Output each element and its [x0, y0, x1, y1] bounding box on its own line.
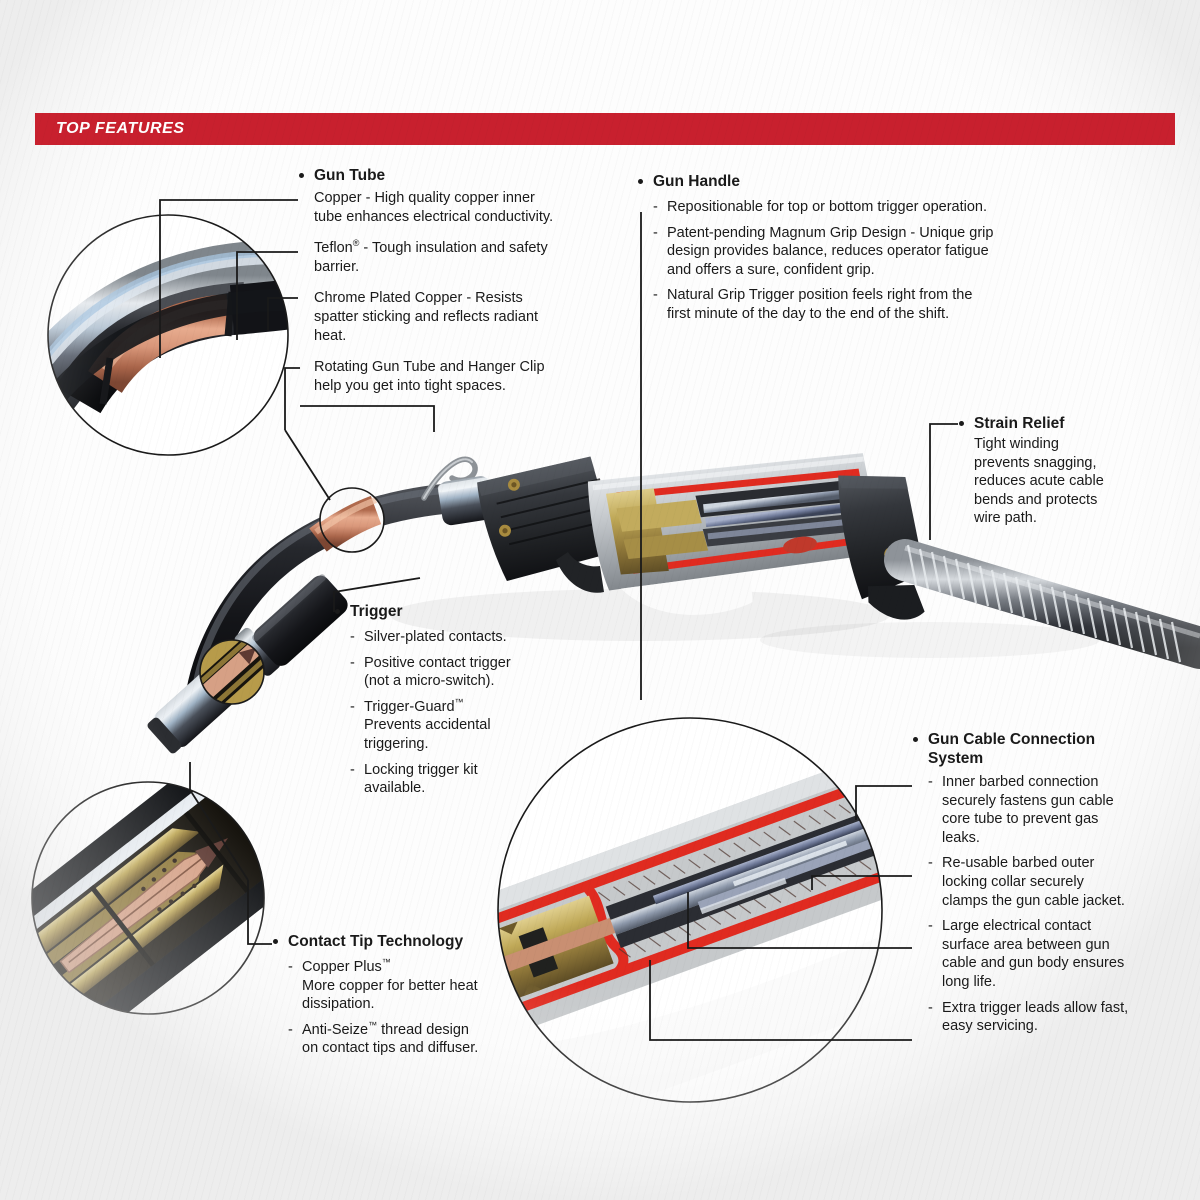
- dash: -: [350, 629, 355, 645]
- cable-item-large-contact-area: - Large electrical contact surface area …: [928, 918, 1125, 990]
- dash: -: [653, 224, 658, 241]
- trigger-item-trigger-guard: - Trigger-Guard™ Prevents accidental tri…: [350, 696, 491, 752]
- section-trigger: Trigger - Silver-plated contacts. - Posi…: [333, 602, 563, 798]
- top-features-banner: TOP FEATURES: [35, 113, 1175, 145]
- strain-relief-body: Tight winding prevents snagging, reduces…: [974, 436, 1104, 527]
- trigger-item-locking-kit: - Locking trigger kit available.: [350, 761, 478, 797]
- trigger-item-positive-contact: - Positive contact trigger (not a micro-…: [350, 654, 511, 690]
- cable-item-extra-trigger-leads: - Extra trigger leads allow fast, easy s…: [928, 999, 1129, 1035]
- dash: -: [350, 654, 355, 671]
- trademark-mark: ™: [381, 957, 391, 968]
- cable-item-inner-barbed: - Inner barbed connection securely faste…: [928, 774, 1114, 846]
- dash: -: [350, 761, 355, 778]
- trademark-mark: ™: [368, 1019, 378, 1030]
- dash: -: [288, 1021, 293, 1038]
- section-heading-strain-relief: Strain Relief: [957, 414, 1177, 433]
- section-gun-handle: Gun Handle - Repositionable for top or b…: [636, 172, 1066, 324]
- dash: -: [288, 959, 293, 975]
- section-strain-relief: Strain Relief Tight winding prevents sna…: [957, 414, 1177, 528]
- gun-tube-item-copper: Copper - High quality copper inner tube …: [314, 190, 554, 225]
- dash: -: [928, 999, 933, 1016]
- dash: -: [653, 199, 658, 215]
- banner-label: TOP FEATURES: [56, 120, 185, 137]
- registered-mark: ®: [352, 238, 360, 249]
- section-heading-cable-connection: Gun Cable Connection System: [911, 730, 1181, 768]
- dash: -: [928, 855, 933, 872]
- contact-tip-item-copper-plus: - Copper Plus™ More copper for better he…: [288, 957, 478, 1013]
- section-heading-gun-handle: Gun Handle: [636, 172, 1066, 191]
- contact-tip-item-anti-seize: - Anti-Seize™ thread design on contact t…: [288, 1019, 479, 1057]
- dash: -: [350, 698, 355, 715]
- gun-handle-item-natural-grip: - Natural Grip Trigger position feels ri…: [653, 287, 973, 322]
- section-gun-cable-connection-system: Gun Cable Connection System - Inner barb…: [911, 730, 1181, 1036]
- section-heading-trigger: Trigger: [333, 602, 563, 621]
- cable-item-reusable-collar: - Re-usable barbed outer locking collar …: [928, 855, 1125, 909]
- gun-tube-item-teflon: Teflon® - Tough insulation and safety ba…: [314, 238, 548, 275]
- dash: -: [928, 918, 933, 935]
- section-heading-contact-tip: Contact Tip Technology: [271, 932, 531, 951]
- dash: -: [653, 287, 658, 304]
- gun-handle-item-repositionable: - Repositionable for top or bottom trigg…: [653, 199, 987, 215]
- trademark-mark: ™: [454, 696, 464, 707]
- section-gun-tube: Gun Tube Copper - High quality copper in…: [297, 166, 607, 395]
- gun-handle-item-magnum-grip: - Patent-pending Magnum Grip Design - Un…: [653, 224, 994, 278]
- gun-tube-item-rotating: Rotating Gun Tube and Hanger Clip help y…: [314, 359, 545, 394]
- trigger-item-silver-contacts: - Silver-plated contacts.: [350, 629, 507, 645]
- gun-tube-item-chrome: Chrome Plated Copper - Resists spatter s…: [314, 290, 539, 344]
- section-heading-gun-tube: Gun Tube: [297, 166, 607, 185]
- section-contact-tip-technology: Contact Tip Technology - Copper Plus™ Mo…: [271, 932, 531, 1058]
- dash: -: [928, 774, 933, 790]
